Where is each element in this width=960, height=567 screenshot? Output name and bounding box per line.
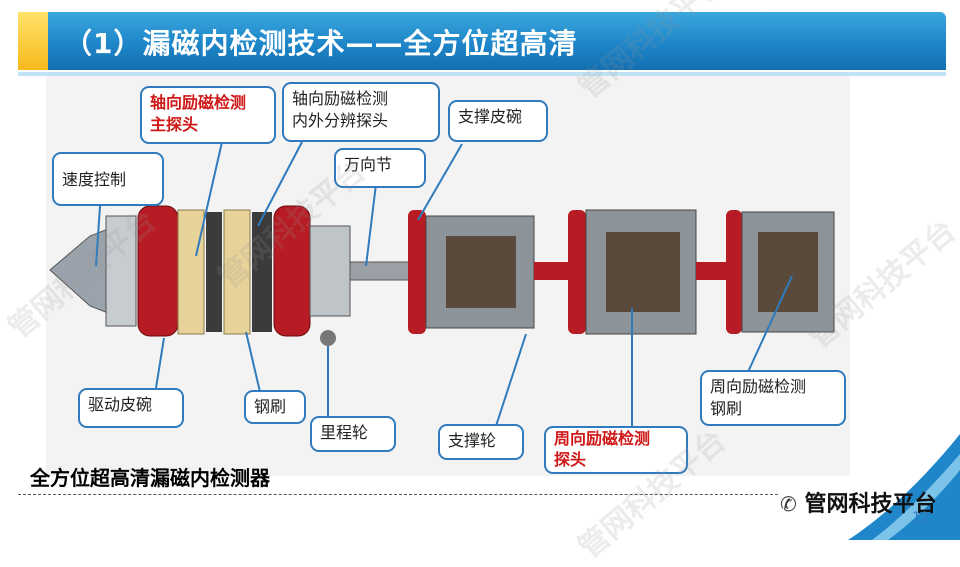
callout-drive-cup-label: 驱动皮碗 [88,395,153,414]
odometer-wheel [320,330,336,346]
callout-axial-io-line1: 轴向励磁检测 [292,89,389,108]
callout-support-wheel: 支撑轮 [438,424,524,460]
wechat-icon: ✆ [780,492,797,516]
callout-speed-label: 速度控制 [62,170,127,189]
title-bar [18,12,946,70]
callout-circ-probe-line2: 探头 [554,450,587,469]
callout-odometer-label: 里程轮 [320,423,369,442]
callout-speed-control: 速度控制 [52,152,164,206]
callout-axial-inout-probe: 轴向励磁检测 内外分辨探头 [282,82,440,142]
callout-circ-brush-line2: 钢刷 [710,399,743,418]
callout-circ-brush-line1: 周向励磁检测 [710,377,807,396]
callout-drive-cup: 驱动皮碗 [78,388,184,428]
callout-support-wheel-label: 支撑轮 [448,431,497,450]
device-caption: 全方位超高清漏磁内检测器 [30,466,270,490]
callout-circ-probe: 周向励磁检测 探头 [544,426,688,474]
callout-universal-joint: 万向节 [334,148,426,188]
callout-brush: 钢刷 [244,390,306,424]
title-accent [18,12,48,70]
callout-axial-main-line2: 主探头 [150,115,199,134]
callout-brush-label: 钢刷 [254,397,287,416]
callout-support-cup: 支撑皮碗 [448,100,548,142]
universal-joint [349,261,411,281]
callout-circ-probe-line1: 周向励磁检测 [554,429,651,448]
brand-label: ✆ 管网科技平台 [780,486,936,518]
corner-swoosh [848,434,960,540]
callout-odometer: 里程轮 [310,416,396,452]
callout-axial-main-probe: 轴向励磁检测 主探头 [140,86,276,144]
pig-diagram [49,141,835,428]
footer-divider [18,494,778,495]
slide-title: （1）漏磁内检测技术——全方位超高清 [64,27,578,60]
callout-axial-main-line1: 轴向励磁检测 [150,93,247,112]
callout-support-cup-label: 支撑皮碗 [458,107,523,126]
callout-axial-io-line2: 内外分辨探头 [292,111,389,130]
brand-text: 管网科技平台 [804,492,937,517]
callout-circ-brush: 周向励磁检测 钢刷 [700,370,846,426]
callout-universal-label: 万向节 [344,155,393,174]
title-stripe [18,72,946,76]
page-number: 12 [912,510,930,526]
